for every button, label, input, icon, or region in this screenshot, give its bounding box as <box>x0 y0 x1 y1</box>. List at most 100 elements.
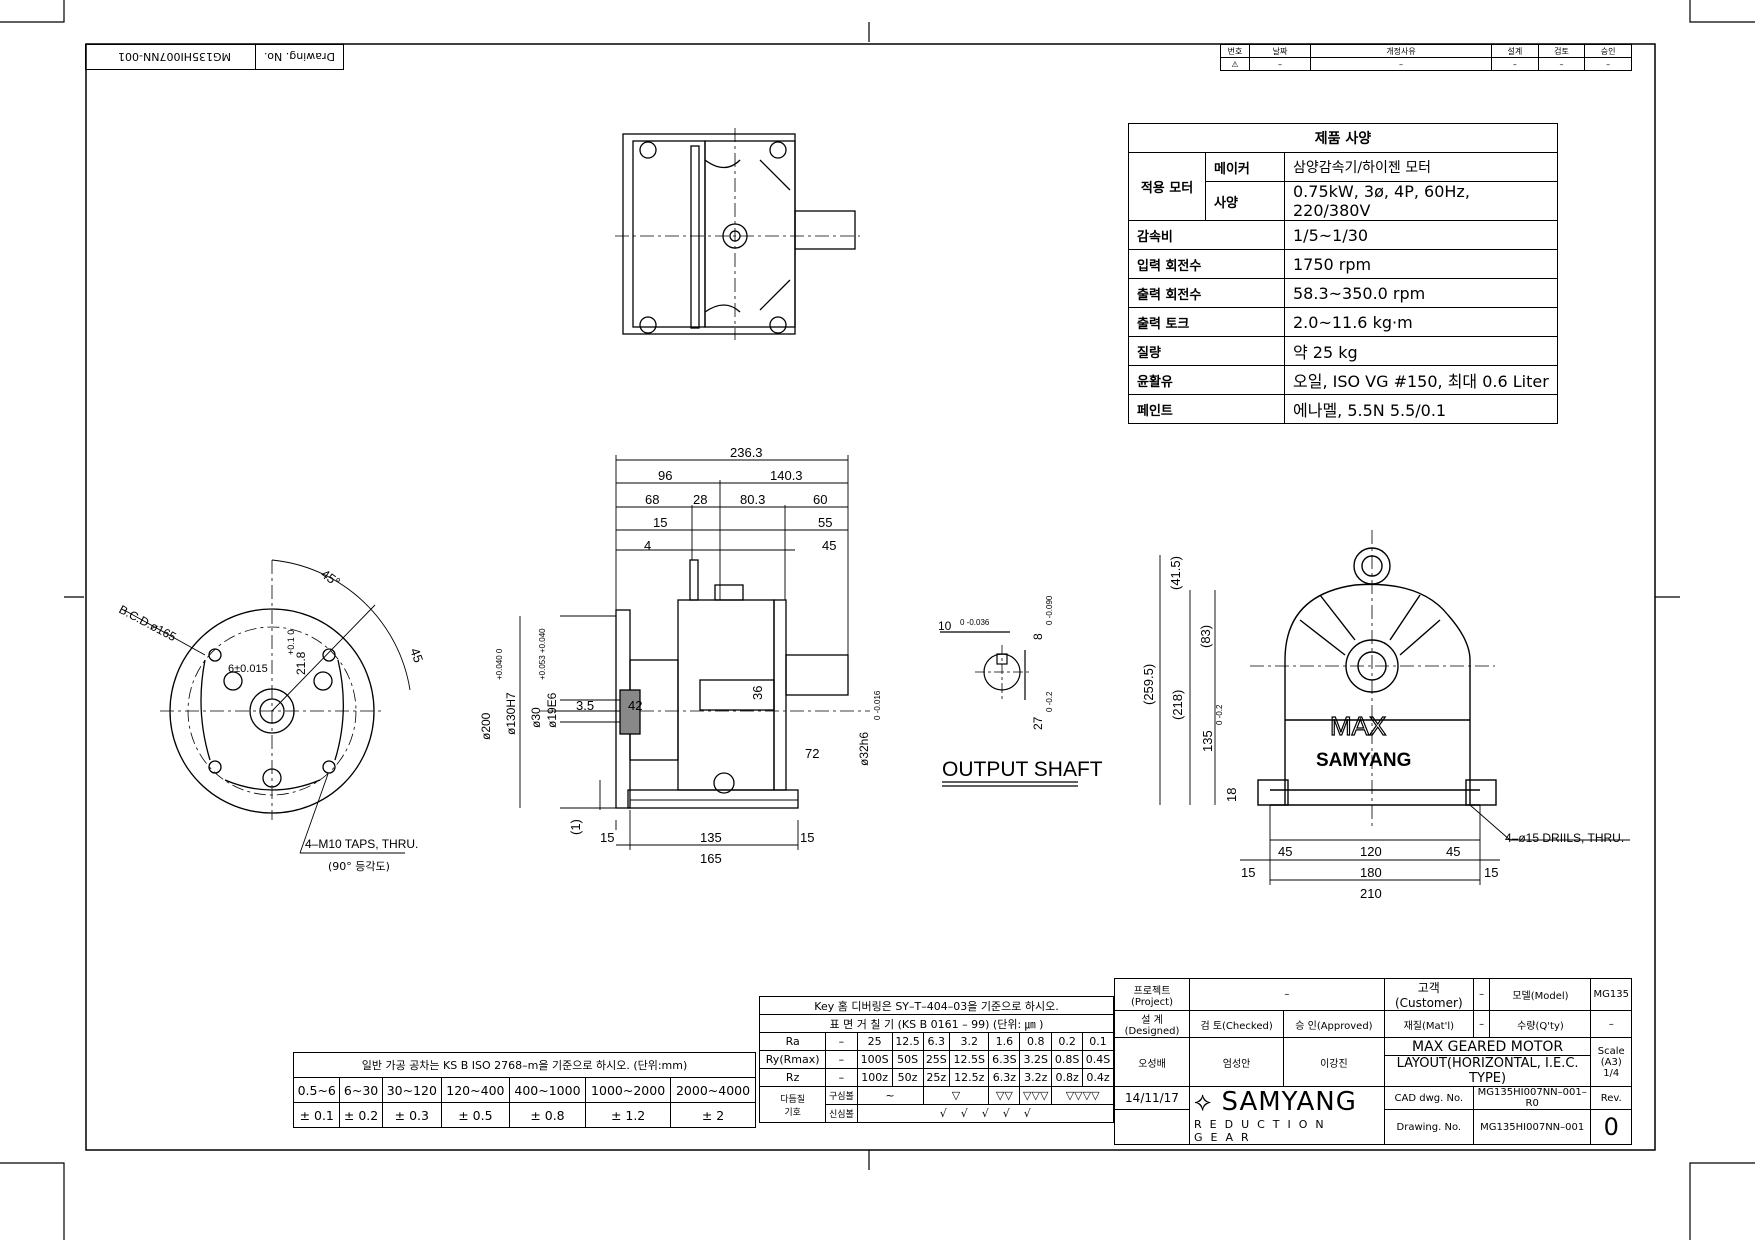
surf-sym: ▽ <box>922 1086 990 1105</box>
svg-text:135: 135 <box>700 830 722 845</box>
tb-model-value: MG135 <box>1590 978 1632 1011</box>
spec-row-value: 2.0~11.6 kg·m <box>1284 307 1558 337</box>
svg-text:140.3: 140.3 <box>770 468 803 483</box>
tol-range: 120~400 <box>440 1077 510 1103</box>
rev-h-reason: 개정사유 <box>1310 44 1492 58</box>
svg-text:15: 15 <box>1241 865 1255 880</box>
front-dim1-tol: +0.1 0 <box>286 630 296 655</box>
tol-value: ± 2 <box>670 1102 756 1128</box>
surf-cell: 3.2z <box>1019 1068 1053 1087</box>
svg-text:3.5: 3.5 <box>576 698 594 713</box>
surf-sym-new: √ √ √ √ √ <box>856 1104 1115 1123</box>
svg-text:0 -0.090: 0 -0.090 <box>1045 595 1054 625</box>
tb-approved-key: 승 인(Approved) <box>1283 1010 1385 1038</box>
front-view <box>123 559 411 854</box>
surf-cell: 0.8z <box>1051 1068 1084 1087</box>
logo-mark-icon: ⟡ <box>1194 1087 1213 1117</box>
svg-text:0 -0.036: 0 -0.036 <box>960 618 990 627</box>
tb-material-value: – <box>1472 1010 1491 1038</box>
tb-qty-value: – <box>1590 1010 1632 1038</box>
tb-cad-key: CAD dwg. No. <box>1383 1086 1474 1110</box>
end-view-text: MAX SAMYANG (41.5) (83) (259.5) (218) 13… <box>1141 556 1624 901</box>
surf-cell: 50S <box>891 1050 924 1069</box>
surf-cell: 100z <box>856 1068 893 1087</box>
svg-text:180: 180 <box>1360 865 1382 880</box>
surf-cell: 6.3 <box>922 1032 951 1051</box>
tb-project-key: 프로젝트(Project) <box>1114 978 1190 1011</box>
svg-text:27: 27 <box>1031 716 1045 730</box>
tol-value: ± 1.2 <box>585 1102 672 1128</box>
surf-cell: 6.3S <box>988 1050 1021 1069</box>
rev-h-check: 검토 <box>1537 44 1586 58</box>
rev-h-approve: 승인 <box>1584 44 1632 58</box>
tb-title1: MAX GEARED MOTOR <box>1383 1037 1592 1056</box>
tol-value: ± 0.1 <box>292 1102 341 1128</box>
surf-cell: – <box>825 1068 858 1087</box>
svg-text:0 -0.2: 0 -0.2 <box>1045 691 1054 712</box>
front-dim1: 21.8 <box>294 651 308 675</box>
rev-h-no: 번호 <box>1220 44 1250 58</box>
tb-checked-key: 검 토(Checked) <box>1188 1010 1285 1038</box>
svg-text:4: 4 <box>644 538 651 553</box>
svg-text:45: 45 <box>1446 844 1460 859</box>
brand-max: MAX <box>1330 711 1386 741</box>
rev-cell: – <box>1249 57 1311 71</box>
svg-text:28: 28 <box>693 492 707 507</box>
surf-cell: 12.5 <box>891 1032 924 1051</box>
surface-roughness-table: Key 홈 디버링은 SY–T–404–03을 기준으로 하시오. 표 면 거 … <box>758 996 1115 1123</box>
spec-title: 제품 사양 <box>1128 123 1558 153</box>
svg-text:+0.053 +0.040: +0.053 +0.040 <box>538 628 547 680</box>
surf-cell: Rz <box>758 1068 827 1087</box>
tb-customer-key: 고객(Customer) <box>1383 978 1474 1011</box>
tb-dwg-value: MG135HI007NN–001 <box>1472 1109 1592 1145</box>
surf-cell: 0.8S <box>1051 1050 1084 1069</box>
svg-text:ø130H7: ø130H7 <box>504 692 518 735</box>
svg-text:15: 15 <box>800 830 814 845</box>
drawing-tag-number: MG135HI007NN-001 <box>118 50 231 64</box>
spec-row-key: 감속비 <box>1128 220 1285 250</box>
surf-cell: 25S <box>922 1050 951 1069</box>
spec-row-value: 1750 rpm <box>1284 249 1558 279</box>
tb-scale: Scale(A3)1/4 <box>1590 1037 1632 1087</box>
surf-cell: 3.2S <box>1019 1050 1053 1069</box>
tb-logo: ⟡ SAMYANG REDUCTION GEAR <box>1189 1086 1385 1145</box>
svg-text:0 -0.2: 0 -0.2 <box>1215 704 1224 725</box>
svg-text:4–ø15 DRIILS, THRU.: 4–ø15 DRIILS, THRU. <box>1505 831 1624 845</box>
svg-text:236.3: 236.3 <box>730 445 763 460</box>
rev-h-design: 설계 <box>1491 44 1539 58</box>
tb-logo-sub: REDUCTION GEAR <box>1194 1118 1332 1144</box>
spec-row-key: 출력 토크 <box>1128 307 1285 337</box>
surf-sym-row2: 신심볼 <box>825 1104 858 1123</box>
surf-cell: 3.2 <box>949 1032 990 1051</box>
tol-range: 30~120 <box>381 1077 442 1103</box>
rev-h-date: 날짜 <box>1249 44 1311 58</box>
svg-text:45: 45 <box>822 538 836 553</box>
key-deburr-note: Key 홈 디버링은 SY–T–404–03을 기준으로 하시오. <box>759 996 1114 1015</box>
output-shaft-text: 10 0 -0.036 8 0 -0.090 27 0 -0.2 OUTPUT … <box>938 595 1103 781</box>
tb-material-key: 재질(Mat'l) <box>1383 1010 1474 1038</box>
surf-cell: Ry(Rmax) <box>758 1050 827 1069</box>
svg-text:(1): (1) <box>568 819 583 835</box>
svg-text:8: 8 <box>1031 633 1045 640</box>
tb-project-value: – <box>1189 978 1385 1011</box>
tol-range: 2000~4000 <box>670 1077 756 1103</box>
tolerance-title: 일반 가공 공차는 KS B ISO 2768–m을 기준으로 하시오. (단위… <box>293 1052 756 1078</box>
spec-row-value: 58.3~350.0 rpm <box>1284 278 1558 308</box>
surf-cell: 1.6 <box>988 1032 1021 1051</box>
tol-value: ± 0.2 <box>339 1102 383 1128</box>
svg-text:80.3: 80.3 <box>740 492 765 507</box>
front-bcd: B.C.D.ø165 <box>117 602 179 644</box>
front-angle1: 45° <box>318 566 343 590</box>
svg-text:(218): (218) <box>1170 690 1185 720</box>
product-spec-table: 제품 사양 적용 모터 메이커 삼양감속기/하이젠 모터 사양 0.75kW, … <box>1128 123 1558 424</box>
tb-model-key: 모델(Model) <box>1489 978 1592 1011</box>
surf-cell: 100S <box>856 1050 893 1069</box>
surf-sym: ▽▽▽▽ <box>1051 1086 1114 1105</box>
svg-text:ø30: ø30 <box>529 707 543 728</box>
svg-text:+0.040 0: +0.040 0 <box>495 648 504 680</box>
tb-logo-text: SAMYANG <box>1221 1087 1357 1117</box>
svg-text:15: 15 <box>653 515 667 530</box>
rev-cell: – <box>1310 57 1492 71</box>
spec-row-key: 입력 회전수 <box>1128 249 1285 279</box>
